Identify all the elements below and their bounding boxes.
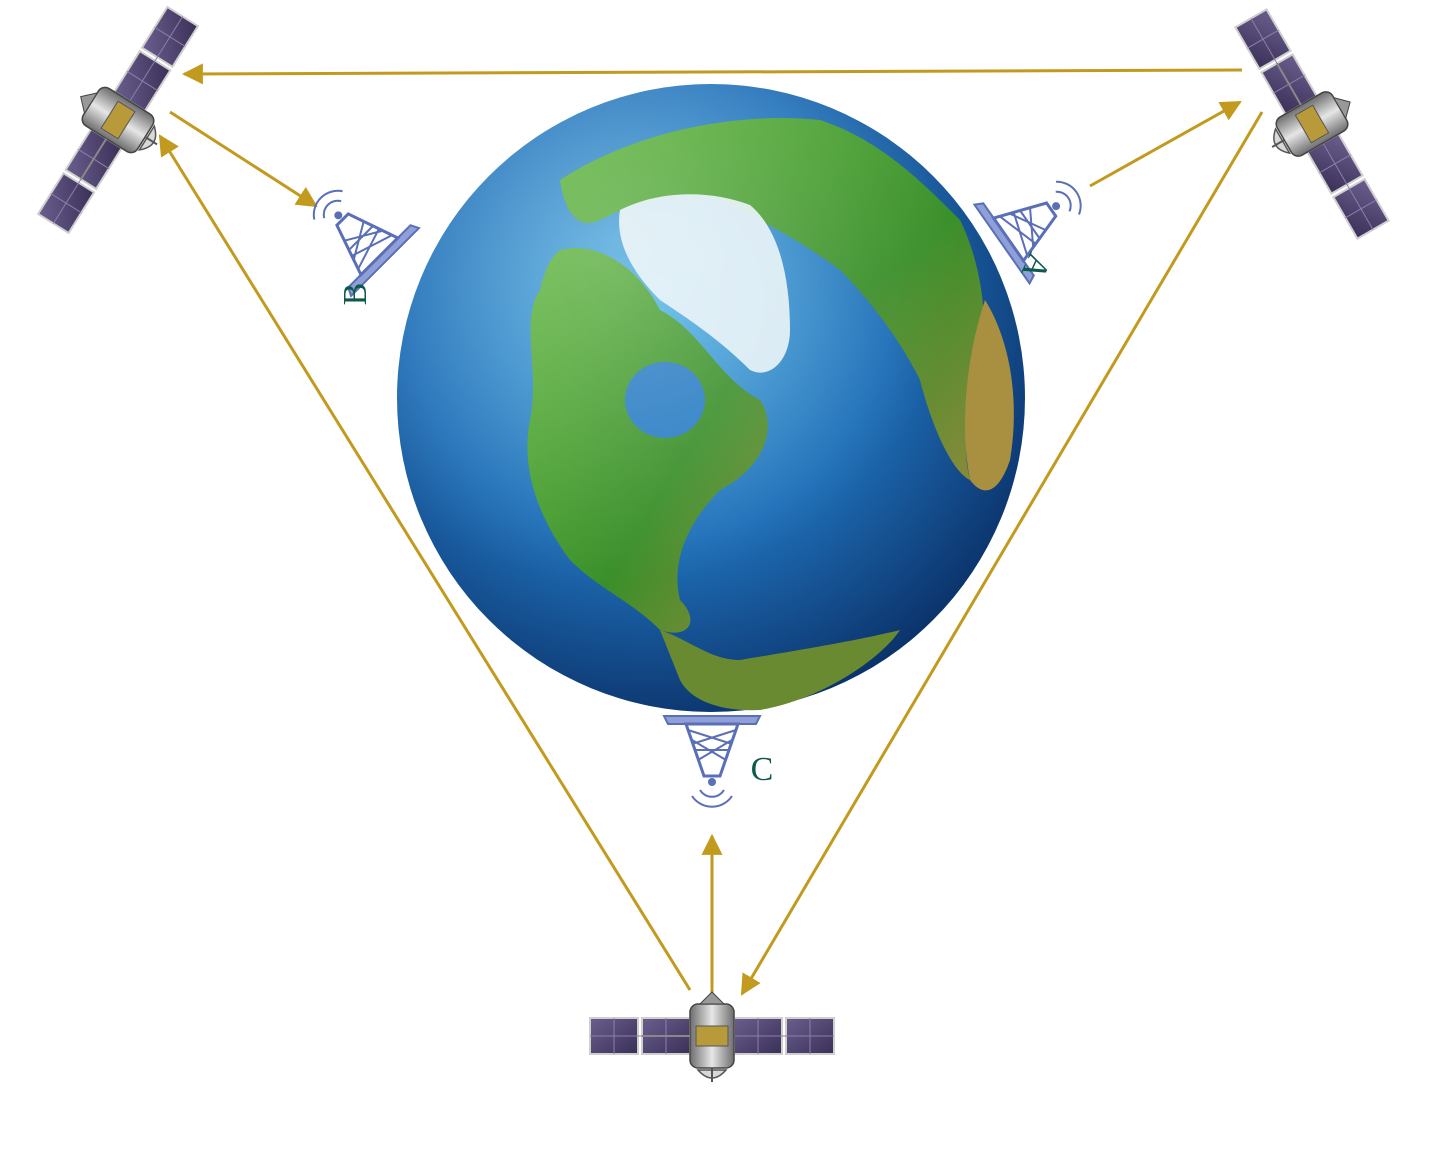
satellite-top-right	[1210, 0, 1413, 254]
station-b-label: B	[337, 283, 374, 306]
link-top-right-to-top-left	[181, 63, 1243, 85]
satellite-icon	[1210, 0, 1413, 254]
satellite-icon	[589, 991, 835, 1083]
link-arrows	[158, 63, 1264, 1000]
radio-tower-icon	[285, 162, 421, 298]
earth-globe-icon	[397, 84, 1025, 712]
link-top-right-to-bottom	[740, 111, 1264, 996]
satellite-bottom	[589, 991, 835, 1083]
link-top-left-to-station-b	[169, 110, 318, 208]
station-b: B	[285, 162, 421, 306]
station-c-label: C	[751, 751, 774, 788]
link-station-a-to-top-right	[1089, 100, 1242, 188]
link-bottom-to-top-left	[158, 134, 692, 991]
station-c: C	[662, 714, 774, 809]
radio-tower-icon	[662, 714, 762, 809]
